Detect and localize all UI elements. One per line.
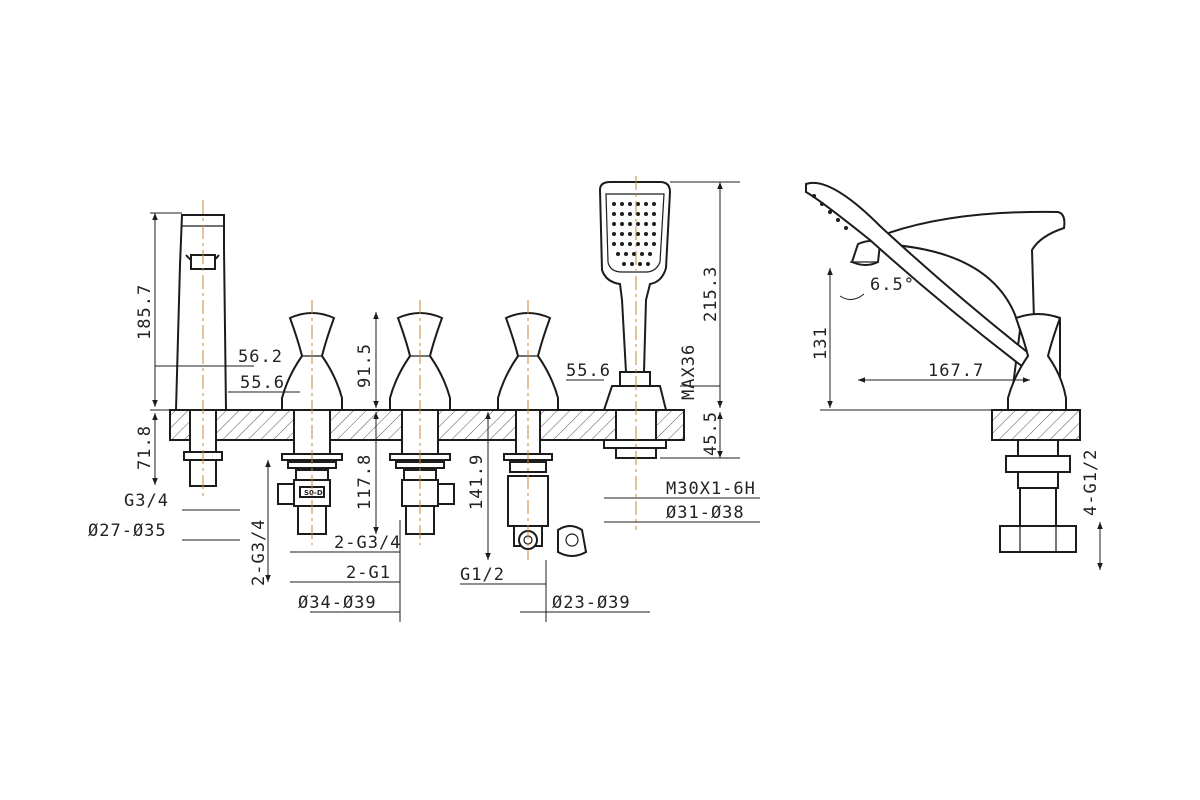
dim-spout-offset-b: 55.6 [240, 373, 285, 393]
dim-valve-total: 117.8 [355, 454, 375, 510]
dim-side-inlets: 4-G1/2 [1081, 449, 1101, 516]
diverter [497, 300, 588, 560]
dim-shower-thread: M30X1-6H [666, 479, 756, 499]
dim-side-reach: 167.7 [928, 361, 984, 381]
valve-tag: S0-D [304, 489, 323, 497]
dim-valve-height: 91.5 [355, 343, 375, 388]
dim-spout-offset-a: 56.2 [238, 347, 283, 367]
side-view [805, 181, 1081, 553]
dim-shower-max: MAX36 [679, 344, 699, 400]
dim-valve-thread-a: 2-G3/4 [334, 533, 401, 553]
dim-diverter-hole: Ø23-Ø39 [552, 593, 631, 613]
dim-side-height: 131 [811, 326, 831, 360]
dim-spout-height: 185.7 [135, 284, 155, 340]
hand-shower [598, 176, 672, 530]
dimension-texts: 185.7 56.2 55.6 71.8 G3/4 Ø27-Ø35 91.5 1… [88, 266, 1101, 613]
dimension-lines [150, 181, 1103, 622]
dim-valve-thread-b: 2-G3/4 [249, 519, 269, 586]
dim-valve-inlet: 2-G1 [346, 563, 391, 583]
dim-side-angle: 6.5° [870, 275, 915, 295]
spray-nozzles [612, 202, 656, 266]
dim-deck-below-spout: 71.8 [135, 425, 155, 470]
dim-shower-height: 215.3 [701, 266, 721, 322]
dim-spout-thread: G3/4 [124, 491, 169, 511]
dim-diverter-thread: G1/2 [460, 565, 505, 585]
dim-valve-hole: Ø34-Ø39 [298, 593, 377, 613]
dim-shower-offset: 55.6 [566, 361, 611, 381]
dim-shower-hole: Ø31-Ø38 [666, 503, 745, 523]
dim-spout-hole: Ø27-Ø35 [88, 521, 167, 541]
spout [174, 200, 228, 500]
valve-left: S0-D [277, 300, 343, 545]
dim-shower-deck: 45.5 [701, 411, 721, 456]
dim-diverter-total: 141.9 [467, 454, 487, 510]
valve-middle [389, 300, 455, 545]
side-nozzles [812, 194, 848, 230]
